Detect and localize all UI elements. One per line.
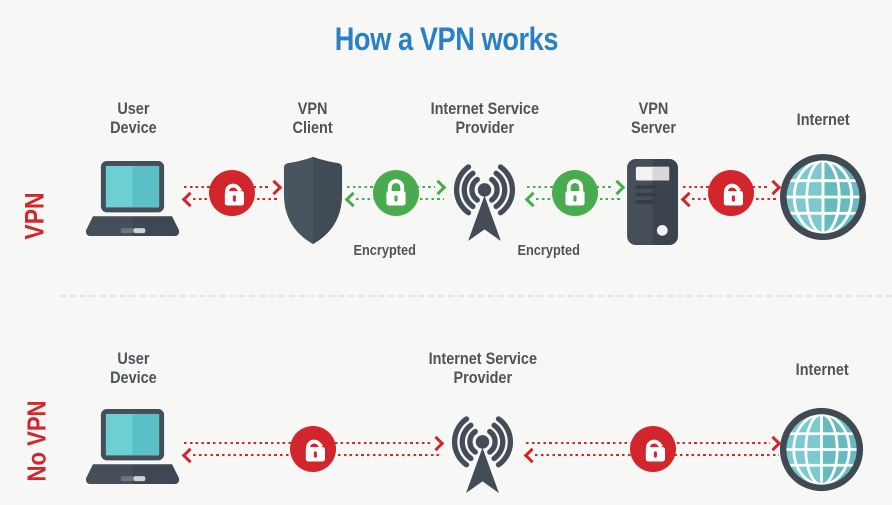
link-isp-to-internet xyxy=(523,426,782,472)
unencrypted-lock-icon xyxy=(290,426,336,472)
label-user-device: User Device xyxy=(58,99,208,137)
encrypted-lock-icon xyxy=(372,170,419,216)
globe-icon xyxy=(779,153,867,241)
link-vpn-server-to-internet xyxy=(680,170,782,216)
label-vpn-client: VPN Client xyxy=(238,99,388,137)
label-line: Provider xyxy=(453,368,513,387)
unencrypted-lock-icon xyxy=(629,426,676,472)
label-isp: Internet Service Provider xyxy=(408,349,558,387)
label-line: User xyxy=(116,349,150,368)
label-line: Client xyxy=(292,118,334,137)
label-line: Provider xyxy=(455,118,515,137)
label-user-device: User Device xyxy=(58,349,208,387)
arrow-left-icon xyxy=(181,191,198,207)
label-line: Server xyxy=(630,118,676,137)
unencrypted-lock-icon xyxy=(708,170,754,216)
encrypted-label: Encrypted xyxy=(353,242,417,259)
laptop-icon xyxy=(85,161,180,240)
unencrypted-lock-icon xyxy=(209,170,255,216)
label-line: Internet xyxy=(795,360,849,379)
label-line: Internet xyxy=(796,110,850,129)
label-line: Internet Service xyxy=(428,349,538,368)
server-icon xyxy=(625,157,680,247)
page-title: How a VPN works xyxy=(0,21,892,58)
label-line: Device xyxy=(109,118,157,137)
antenna-icon xyxy=(444,157,525,242)
link-user-device-to-vpn-client xyxy=(181,170,283,216)
link-isp-to-vpn-server xyxy=(524,170,626,216)
label-line: VPN xyxy=(638,99,668,118)
label-vpn-server: VPN Server xyxy=(578,99,728,137)
row-divider xyxy=(60,295,892,297)
label-line: Internet Service xyxy=(430,99,540,118)
arrow-left-icon xyxy=(524,191,541,207)
shield-icon xyxy=(282,155,344,246)
laptop-icon xyxy=(85,409,180,488)
label-line: VPN xyxy=(298,99,328,118)
link-user-device-to-isp xyxy=(181,426,445,472)
label-line: User xyxy=(116,99,150,118)
antenna-icon xyxy=(442,409,523,494)
encrypted-label: Encrypted xyxy=(517,242,581,259)
label-internet: Internet xyxy=(748,110,892,129)
arrow-left-icon xyxy=(680,191,697,207)
arrow-left-icon xyxy=(344,191,361,207)
row-label-no-vpn: No VPN xyxy=(21,400,52,482)
label-isp: Internet Service Provider xyxy=(410,99,560,137)
label-internet: Internet xyxy=(747,360,892,379)
encrypted-lock-icon xyxy=(552,170,598,216)
link-vpn-client-to-isp xyxy=(344,170,447,216)
globe-icon xyxy=(779,407,864,492)
arrow-left-icon xyxy=(523,447,540,463)
arrow-left-icon xyxy=(181,447,198,463)
page-title-text: How a VPN works xyxy=(334,21,558,57)
row-label-vpn: VPN xyxy=(19,192,50,240)
label-line: Device xyxy=(109,368,157,387)
